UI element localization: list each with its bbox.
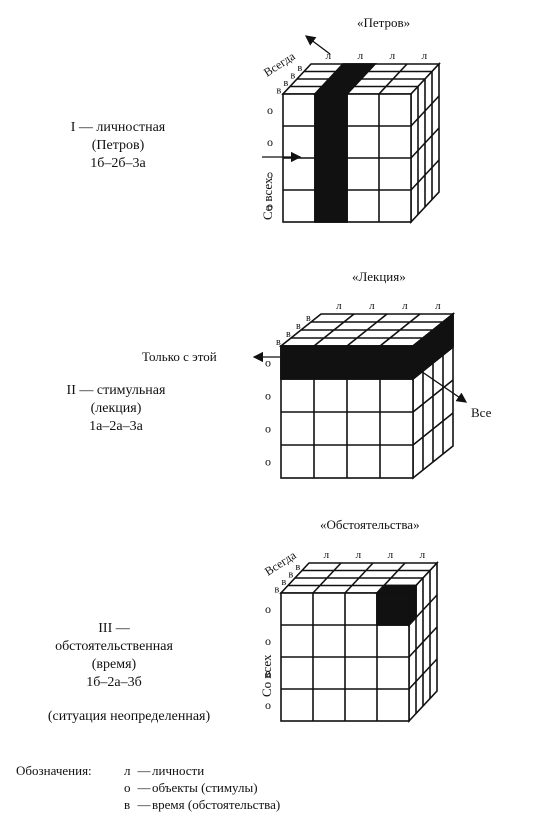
axis-letter-o: о [265, 602, 271, 616]
legend-symbol: в [124, 797, 131, 812]
top-axis-label: Всегда [262, 548, 299, 579]
grid-line [346, 313, 388, 347]
highlighted-cells [314, 93, 348, 223]
caption-line: III — [98, 621, 130, 636]
grid-line [410, 95, 440, 127]
caption-line: (время) [91, 657, 137, 672]
cube-personal [281, 61, 441, 225]
axis-letter-v: в [306, 313, 311, 324]
grid-line [412, 379, 454, 413]
grid-line [313, 313, 355, 347]
axis-letter-l: л [358, 50, 364, 62]
legend-text: время (обстоятельства) [152, 797, 281, 812]
caption-line: 1а–2а–3а [89, 419, 143, 434]
circumstance-note: (ситуация неопределенная) [47, 709, 211, 724]
axis-letter-o: о [265, 666, 271, 680]
grid-line [410, 159, 440, 191]
axis-letter-o: о [265, 389, 271, 403]
axis-letter-v: в [276, 337, 281, 348]
caption-circumstance: III — обстоятельственная (время) 1б–2а–3… [24, 620, 204, 692]
legend-text: объекты (стимулы) [152, 780, 258, 795]
caption-line: 1б–2а–3б [86, 675, 142, 690]
legend-symbol: о [124, 780, 131, 795]
axis-letter-l: л [326, 50, 332, 62]
axis-letter-l: л [356, 549, 362, 561]
legend-heading: Обозначения: [16, 763, 92, 778]
axis-letter-o: о [265, 356, 271, 370]
axis-letter-o: о [267, 103, 273, 117]
left-axis-label: Только с этой [142, 349, 217, 364]
axis-arrow [304, 35, 331, 55]
caption-stimulus: II — стимульная (лекция) 1а–2а–3а [26, 382, 206, 436]
legend-text: личности [152, 763, 205, 778]
caption-line: обстоятельственная [55, 639, 173, 654]
axis-letter-o: о [265, 634, 271, 648]
highlighted-cells [280, 345, 414, 380]
axis-letter-l: л [420, 549, 426, 561]
left-axis-label: Со всех [260, 177, 275, 220]
diagram-title: «Петров» [357, 15, 410, 30]
axis-arrow [414, 366, 468, 403]
highlighted-cells [412, 312, 454, 381]
axis-letter-l: л [388, 549, 394, 561]
legend-symbol: л [124, 763, 131, 778]
cube-stimulus [278, 312, 456, 480]
caption-line: (лекция) [90, 401, 142, 416]
axis-letter-v: в [286, 329, 291, 340]
left-axis-label: Со всех [259, 654, 274, 697]
side-axis-label: Все [471, 405, 492, 420]
axis-letter-l: л [435, 300, 441, 312]
axis-letter-o: о [265, 455, 271, 469]
axis-letter-v: в [298, 63, 303, 74]
axis-letter-v: в [296, 321, 301, 332]
grid-line [408, 658, 438, 690]
axis-letter-o: о [267, 135, 273, 149]
grid-line [408, 626, 438, 658]
axis-letter-l: л [336, 300, 342, 312]
caption-line: II — стимульная [66, 383, 166, 398]
axis-letter-v: в [291, 70, 296, 81]
highlighted-cells [408, 583, 417, 628]
axis-letter-o: о [267, 199, 273, 213]
axis-letter-o: о [265, 422, 271, 436]
grid-line [312, 562, 342, 594]
legend-row: в — время (обстоятельства) [124, 797, 281, 812]
axis-letter-v: в [275, 584, 280, 595]
axis-letter-l: л [390, 50, 396, 62]
legend-row: Обозначения: л — личности [16, 763, 205, 778]
grid-line [379, 313, 421, 347]
caption-line: (Петров) [91, 138, 145, 153]
axis-letter-l: л [324, 549, 330, 561]
caption-line: I — личностная [70, 120, 166, 135]
highlighted-cells [313, 63, 377, 95]
axis-letter-l: л [369, 300, 375, 312]
grid-line [412, 412, 454, 446]
diagram-title: «Обстоятельства» [320, 517, 420, 532]
axis-letter-l: л [402, 300, 408, 312]
grid-line [378, 63, 408, 95]
grid-line [344, 562, 374, 594]
axis-letter-v: в [277, 85, 282, 96]
legend-row: о — объекты (стимулы) [124, 780, 258, 795]
legend: Обозначения: л — личности о — объекты (с… [16, 762, 280, 813]
grid-line [410, 127, 440, 159]
axis-letter-v: в [296, 562, 301, 573]
axis-letter-v: в [284, 78, 289, 89]
axis-letter-l: л [422, 50, 428, 62]
axis-letter-o: о [265, 698, 271, 712]
highlighted-cells [376, 592, 410, 626]
axis-letter-v: в [282, 577, 287, 588]
caption-personal: I — личностная (Петров) 1б–2б–3а [28, 119, 208, 173]
diagram-title: «Лекция» [352, 269, 406, 284]
axis-letter-o: о [267, 167, 273, 181]
axis-letter-v: в [289, 569, 294, 580]
caption-line: 1б–2б–3а [90, 156, 146, 171]
cube-circumstance [279, 560, 439, 724]
